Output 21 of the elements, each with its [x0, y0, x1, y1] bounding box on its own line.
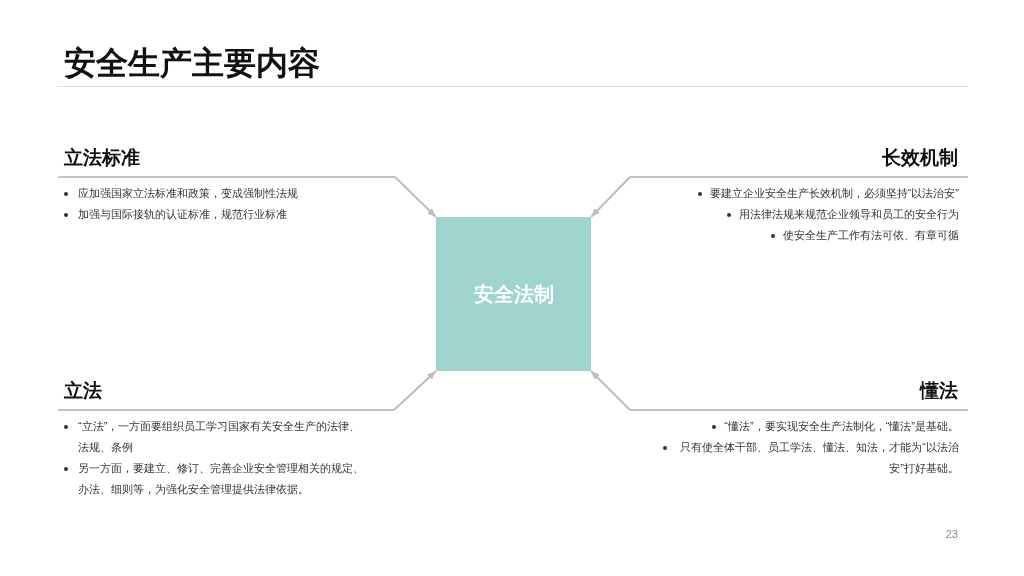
bullet-text: 使安全生产工作有法可依、有章可循	[783, 228, 959, 243]
page-title: 安全生产主要内容	[64, 44, 320, 83]
arrow	[590, 370, 631, 411]
section-heading: 立法	[64, 379, 102, 403]
bullet-text: 加强与国际接轨的认证标准，规范行业标准	[78, 207, 287, 222]
concept-square	[436, 217, 591, 371]
bullet-text: 另一方面，要建立、修订、完善企业安全管理相关的规定、办法、细则等，为强化安全管理提供法律依据。	[78, 461, 365, 497]
bullet-text: 用法律法规来规范企业领导和员工的安全行为	[739, 207, 959, 222]
section-heading: 懂法	[920, 379, 958, 403]
center-label: 安全法制	[473, 282, 554, 307]
section-heading: 立法标准	[64, 146, 140, 170]
arrow	[393, 370, 437, 411]
bullet-text: “懂法”，要实现安全生产法制化，“懂法”是基础。	[724, 419, 959, 434]
bullet-text: 应加强国家立法标准和政策，变成强制性法规	[78, 186, 298, 201]
bullet-text: “立法”，一方面要组织员工学习国家有关安全生产的法律、法规、条例	[78, 419, 362, 455]
bullet-text: 只有使全体干部、员工学法、懂法、知法，才能为“以法治安”打好基础。	[679, 440, 959, 476]
section-heading: 长效机制	[882, 146, 958, 170]
arrow	[394, 176, 437, 218]
page-number: 23	[945, 527, 958, 541]
bullet-text: 要建立企业安全生产长效机制，必须坚持“以法治安”	[709, 186, 959, 201]
arrow	[590, 176, 631, 218]
